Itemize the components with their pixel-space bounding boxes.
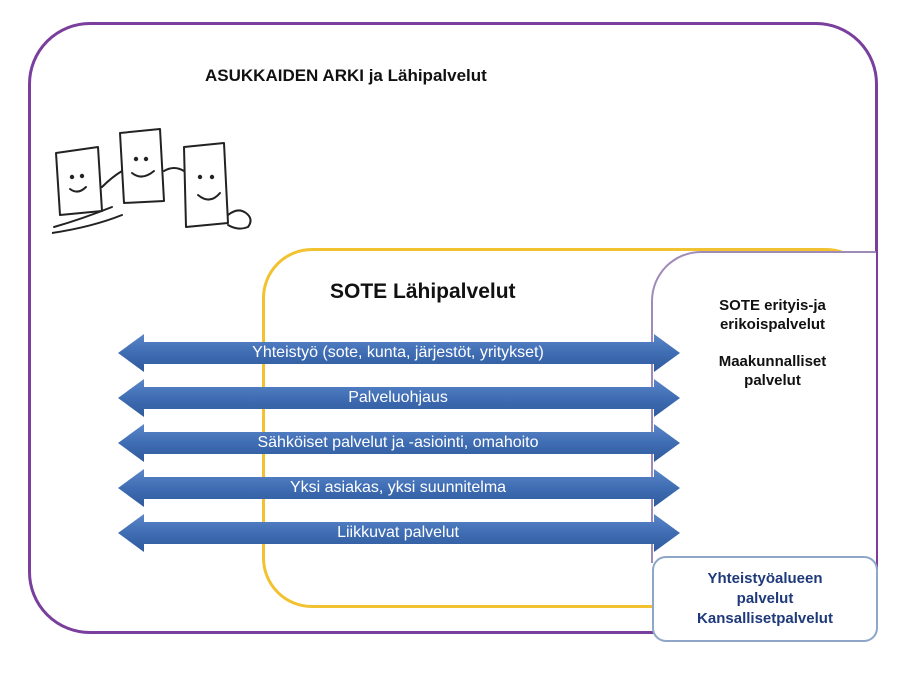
double-arrow-1 <box>118 334 680 372</box>
special-services-text: SOTE erityis-ja erikoispalvelut Maakunna… <box>680 296 865 390</box>
national-services-box: Yhteistyöalueen palvelut Kansallisetpalv… <box>652 556 878 642</box>
national-services-line3: Kansallisetpalvelut <box>697 610 833 627</box>
residents-sketch-icon <box>51 128 252 234</box>
special-services-line1: SOTE erityis-ja <box>719 297 826 314</box>
arrow-label-5: Liikkuvat palvelut <box>337 524 459 541</box>
main-title: ASUKKAIDEN ARKI ja Lähipalvelut <box>205 66 487 85</box>
arrow-label-3: Sähköiset palvelut ja -asiointi, omahoit… <box>257 434 539 451</box>
residents-sketch-image <box>51 115 264 250</box>
special-services-line3: Maakunnalliset <box>718 353 827 370</box>
special-services-box <box>651 251 876 563</box>
outer-container <box>28 22 878 634</box>
arrow-label-4: Yksi asiakas, yksi suunnitelma <box>289 479 507 496</box>
double-arrow-3 <box>118 424 680 462</box>
special-services-line2: erikoispalvelut <box>719 316 826 333</box>
arrow-label-1: Yhteistyö (sote, kunta, järjestöt, yrity… <box>252 344 544 361</box>
double-arrow-5 <box>118 514 680 552</box>
arrow-label-2: Palveluohjaus <box>348 389 448 406</box>
special-services-line4: palvelut <box>744 372 801 389</box>
sote-title: SOTE Lähipalvelut <box>330 280 516 303</box>
national-services-line1: Yhteistyöalueen <box>707 570 823 587</box>
national-services-line2: palvelut <box>736 590 794 607</box>
double-arrow-2 <box>118 379 680 417</box>
double-arrow-4 <box>118 469 680 507</box>
